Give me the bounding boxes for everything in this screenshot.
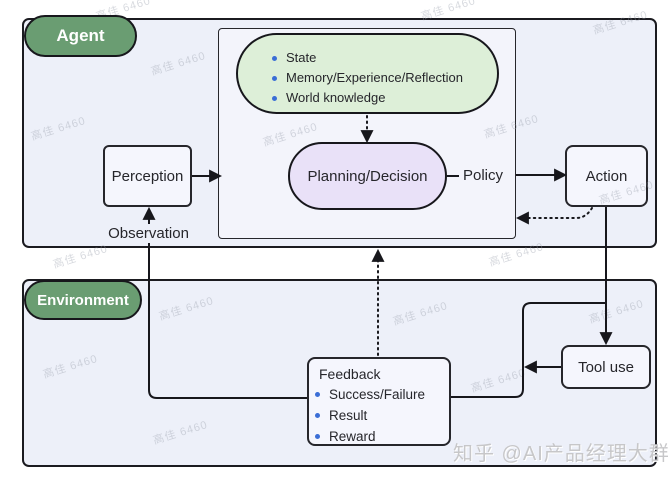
agent-label: Agent (56, 26, 105, 45)
bullet-icon (315, 392, 320, 397)
planning-decision-node: Planning/Decision (288, 142, 447, 210)
list-item: State (272, 48, 497, 68)
planning-decision-label: Planning/Decision (307, 167, 428, 185)
knowledge-item-label: Memory/Experience/Reflection (286, 70, 464, 85)
tool-use-label: Tool use (578, 358, 634, 376)
bullet-icon (315, 434, 320, 439)
list-item: Success/Failure (315, 384, 425, 405)
bullet-icon (272, 55, 277, 61)
perception-node: Perception (103, 145, 192, 207)
policy-label: Policy (463, 167, 504, 184)
observation-label: Observation (101, 224, 196, 243)
brand-watermark: 知乎 @AI产品经理大群 (453, 443, 668, 465)
action-label: Action (585, 167, 628, 185)
action-node: Action (565, 145, 648, 207)
feedback-title: Feedback (319, 366, 381, 382)
bullet-icon (315, 413, 320, 418)
feedback-node: Feedback Success/Failure Result Reward (307, 357, 451, 446)
knowledge-stadium: State Memory/Experience/Reflection World… (236, 33, 499, 114)
knowledge-item-label: World knowledge (286, 90, 386, 105)
tool-use-node: Tool use (561, 345, 651, 389)
feedback-item-label: Success/Failure (329, 387, 426, 402)
list-item: Reward (315, 426, 425, 447)
list-item: World knowledge (272, 88, 497, 108)
environment-label: Environment (37, 291, 129, 309)
bullet-icon (272, 75, 277, 81)
list-item: Result (315, 405, 425, 426)
knowledge-list: State Memory/Experience/Reflection World… (238, 35, 497, 108)
feedback-item-label: Result (329, 408, 368, 423)
feedback-list: Success/Failure Result Reward (309, 384, 425, 447)
environment-label-pill: Environment (24, 280, 142, 320)
perception-label: Perception (111, 167, 184, 185)
knowledge-item-label: State (286, 50, 317, 65)
agent-label-pill: Agent (24, 15, 137, 57)
bullet-icon (272, 95, 277, 101)
feedback-item-label: Reward (329, 429, 376, 444)
list-item: Memory/Experience/Reflection (272, 68, 497, 88)
